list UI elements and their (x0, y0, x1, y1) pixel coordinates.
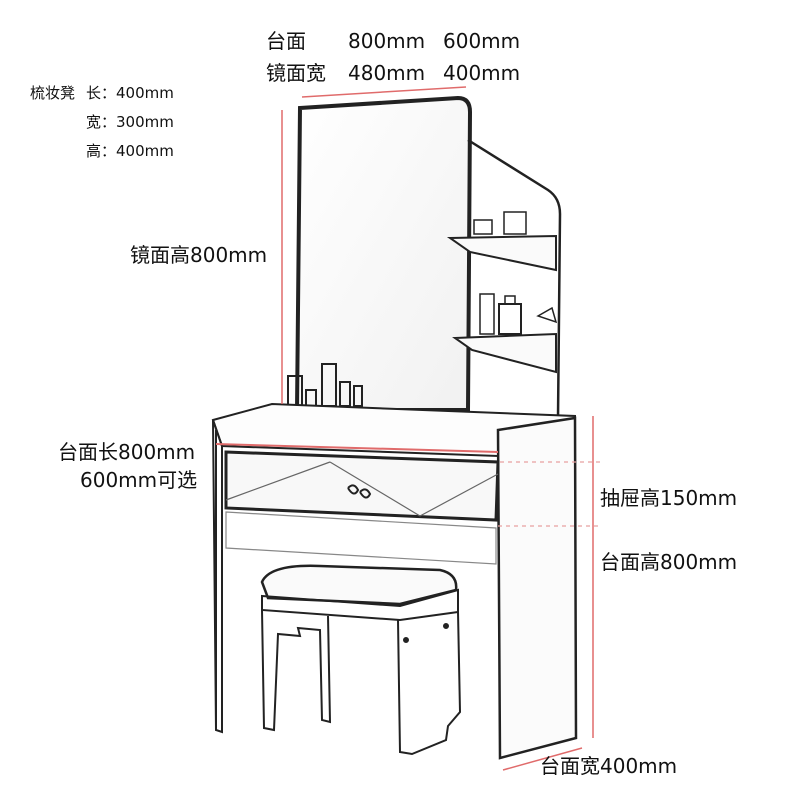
stool-left-leg (261, 609, 332, 732)
drawer-handle-icon (347, 484, 372, 499)
top-length-label: 台面长800mm (58, 440, 196, 464)
shelf-jar-icon (473, 219, 493, 235)
top-spec-row2-value1: 480mm (348, 61, 426, 85)
top-spec-row2-label: 镜面宽 (266, 61, 326, 85)
drawer-front (224, 450, 500, 522)
stool (260, 564, 462, 756)
top-spec-row1-value1: 800mm (348, 29, 426, 53)
mirror-side-panel (467, 138, 562, 419)
mirror-shelf-lower (452, 332, 557, 374)
dimension-guides (281, 86, 600, 771)
stool-right-leg (397, 611, 462, 756)
stool-length: 长：400mm (86, 84, 174, 102)
shelf-accessory-icon (536, 306, 558, 324)
mirror-shelf-upper (446, 234, 557, 272)
perfume-cap-icon (504, 295, 516, 305)
drawer-height-label: 抽屉高150mm (600, 486, 738, 510)
table-right-panel (496, 416, 578, 760)
top-spec-row2-value2: 400mm (443, 61, 521, 85)
stool-bolt-icon (403, 637, 409, 643)
top-spec-row1-value2: 600mm (443, 29, 521, 53)
shelf-jar-icon (503, 211, 527, 235)
table-lower-rail (225, 511, 497, 565)
stool-height: 高：400mm (86, 142, 174, 160)
stool-width: 宽：300mm (86, 113, 174, 131)
dressing-table (211, 402, 578, 760)
stool-bolt-icon (443, 623, 449, 629)
top-length-dimension-line (215, 443, 499, 453)
table-left-panel (212, 419, 223, 734)
shelf-bottle-icon (479, 293, 495, 335)
mirror (287, 95, 562, 425)
table-height-label: 台面高800mm (600, 550, 738, 574)
top-length-option-label: 600mm可选 (80, 468, 198, 492)
top-spec-row1-label: 台面 (266, 29, 306, 53)
mirror-width-line (301, 86, 467, 98)
table-depth-label: 台面宽400mm (540, 754, 678, 778)
mirror-height-label: 镜面高800mm (130, 243, 268, 267)
table-depth-line (502, 747, 583, 771)
perfume-bottle-icon (498, 303, 522, 335)
stool-title: 梳妆凳 (30, 84, 76, 102)
drawer-facet-lines (225, 461, 499, 517)
stool-cushion (260, 564, 458, 606)
mirror-frame (294, 95, 473, 412)
cosmetic-bottle-icon (353, 385, 363, 407)
